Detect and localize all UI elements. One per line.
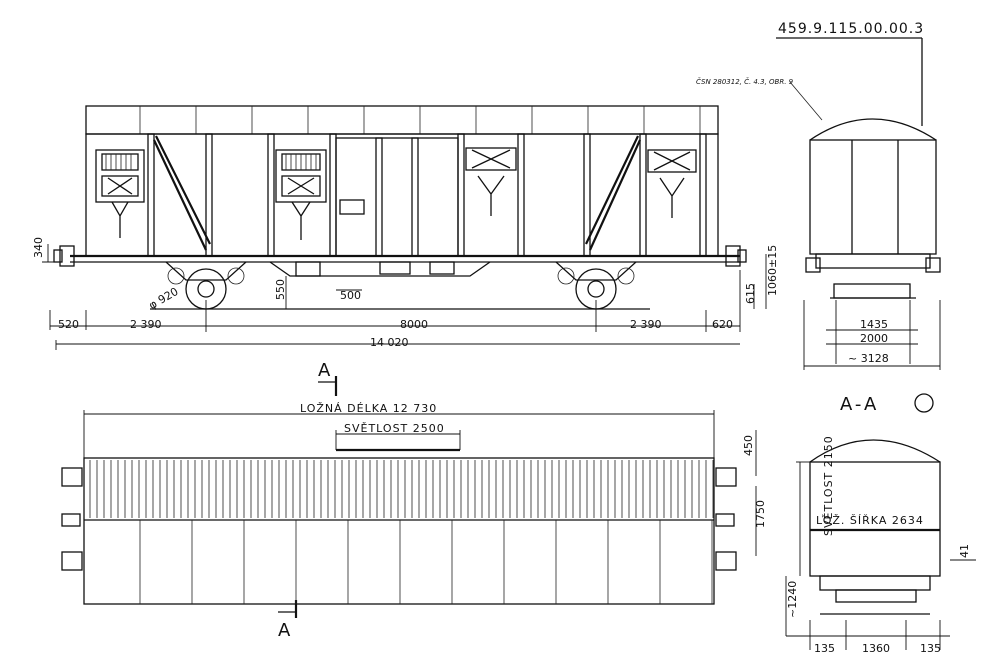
- dim-450: 450: [742, 435, 755, 456]
- plan-view: LOŽNÁ DÉLKA 12 730 SVĚTLOST 2500 450 175…: [61, 402, 767, 605]
- end-buffer-left: [805, 257, 821, 273]
- end-wall: [809, 139, 937, 255]
- door-opening: SVĚTLOST 2500: [344, 422, 445, 435]
- loading-length: LOŽNÁ DÉLKA 12 730: [300, 402, 437, 415]
- dim-bogie-width: 2000: [860, 332, 888, 345]
- section-marks: A A: [278, 360, 338, 641]
- section-mark-top: A: [318, 360, 333, 381]
- end-roof: [809, 118, 937, 141]
- section-loading-width: LOŽ. ŠÍŘKA 2634: [816, 514, 924, 527]
- drawing-number: 459.9.115.00.00.3: [778, 21, 924, 37]
- dim-buffer-height: 340: [32, 237, 45, 258]
- diagonal-brace: [153, 139, 207, 251]
- dim-floor-height: 615: [744, 283, 757, 304]
- plan-buffers: [61, 467, 737, 571]
- sliding-door: [335, 137, 459, 257]
- body-stanchions: [147, 133, 707, 257]
- dim-overhang-left: 520: [58, 318, 79, 331]
- car-plan: [83, 457, 715, 605]
- dim-1750: 1750: [754, 500, 767, 528]
- dim-step-width: 500: [340, 289, 361, 302]
- dim-overhang-right: 620: [712, 318, 733, 331]
- standard-note: ČSN 280312, Č. 4.3, OBR. 9: [696, 77, 794, 86]
- fish-belly-frame: [269, 261, 491, 277]
- dim-wheel-diameter: φ 920: [147, 285, 181, 312]
- dim-length-over-buffers: 14 020: [370, 336, 409, 349]
- dim-1240: ~1240: [786, 581, 799, 618]
- section-clear-height: SVĚTLOST 2150: [822, 435, 835, 536]
- dim-overall-width: ~ 3128: [848, 352, 889, 365]
- dim-135-right: 135: [920, 642, 941, 655]
- end-buffer-right: [925, 257, 941, 273]
- side-view: 340 520 2 390 8000 2 390 620 14 020 φ 92…: [32, 105, 779, 350]
- vent-window: [95, 149, 145, 238]
- dim-side-small: 41: [958, 544, 971, 558]
- dim-bogie-pitch: 8000: [400, 318, 428, 331]
- section-title: A-A: [840, 394, 879, 415]
- section-roof: [809, 439, 941, 463]
- rotation-symbol: [914, 393, 934, 413]
- bogie-right: [555, 261, 637, 310]
- dim-gauge: 1435: [860, 318, 888, 331]
- dim-135-left: 135: [814, 642, 835, 655]
- section-view: A-A SVĚTLOST 2150 LOŽ. ŠÍŘKA 2634 ~1240 …: [785, 393, 976, 655]
- dim-bogie-right: 2 390: [630, 318, 662, 331]
- dim-bogie-left: 2 390: [130, 318, 162, 331]
- roof: [85, 105, 719, 135]
- dim-buffer-center: 1060±15: [766, 245, 779, 296]
- end-view: 459.9.115.00.00.3 ČSN 280312, Č. 4.3, OB…: [696, 21, 941, 370]
- dim-frame-height: 550: [274, 279, 287, 300]
- buffer-right: [725, 245, 747, 267]
- dim-1360: 1360: [862, 642, 890, 655]
- section-mark-bottom: A: [278, 620, 293, 641]
